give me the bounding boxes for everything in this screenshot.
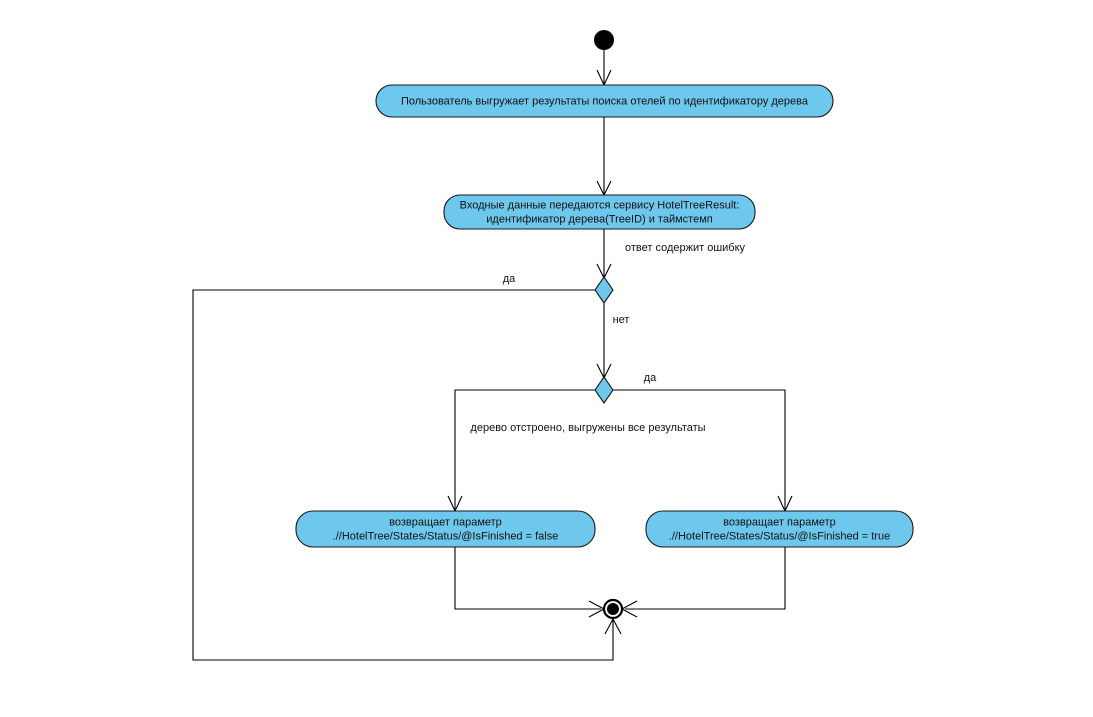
action-node-return-false[interactable]: возвращает параметр .//HotelTree/States/… xyxy=(295,510,596,548)
arrowhead-layer xyxy=(447,69,793,635)
edge-label-no-decision-1: нет xyxy=(613,314,630,326)
action-node-label-line-1: Пользователь выгружает результаты поиска… xyxy=(401,95,809,107)
action-node-return-true[interactable]: возвращает параметр .//HotelTree/States/… xyxy=(645,510,914,548)
action-node-shape xyxy=(375,84,834,118)
edge-label-yes-decision-1: да xyxy=(503,273,516,285)
action-node-shape xyxy=(443,194,756,230)
action-node-label-line-1: Входные данные передаются сервису HotelT… xyxy=(460,199,740,211)
action-node-label-line-2: идентификатор дерева(TreeID) и таймстемп xyxy=(486,213,713,225)
decision-node-tree-finished[interactable] xyxy=(594,376,614,404)
action-node-input-data[interactable]: Входные данные передаются сервису HotelT… xyxy=(443,194,756,230)
initial-node xyxy=(594,30,614,50)
edge-decision2-left-to-activity3 xyxy=(454,389,595,509)
edge-layer xyxy=(192,50,786,661)
action-node-upload-results[interactable]: Пользователь выгружает результаты поиска… xyxy=(375,84,834,118)
final-node xyxy=(602,598,624,620)
final-node-core xyxy=(607,603,619,615)
action-node-label-line-1: возвращает параметр xyxy=(389,516,502,528)
edge-activity3-to-end xyxy=(454,547,601,610)
edge-label-tree-built: дерево отстроено, выгружены все результа… xyxy=(470,422,705,434)
action-node-label-line-2: .//HotelTree/States/Status/@IsFinished =… xyxy=(669,530,890,542)
decision-node-error-check[interactable] xyxy=(594,276,614,304)
edge-decision1-yes-loop xyxy=(192,289,614,661)
edge-label-response-contains-error: ответ содержит ошибку xyxy=(625,242,746,254)
edge-label-yes-decision-2: да xyxy=(644,372,657,384)
edge-decision2-yes-to-activity4 xyxy=(613,389,786,509)
action-node-shape xyxy=(295,510,596,548)
edge-label-layer: ответ содержит ошибку да нет да дерево о… xyxy=(470,242,745,434)
action-node-shape xyxy=(645,510,914,548)
action-node-label-line-2: .//HotelTree/States/Status/@IsFinished =… xyxy=(333,530,559,542)
action-node-label-line-1: возвращает параметр xyxy=(723,516,836,528)
edge-activity4-to-end xyxy=(625,547,786,610)
